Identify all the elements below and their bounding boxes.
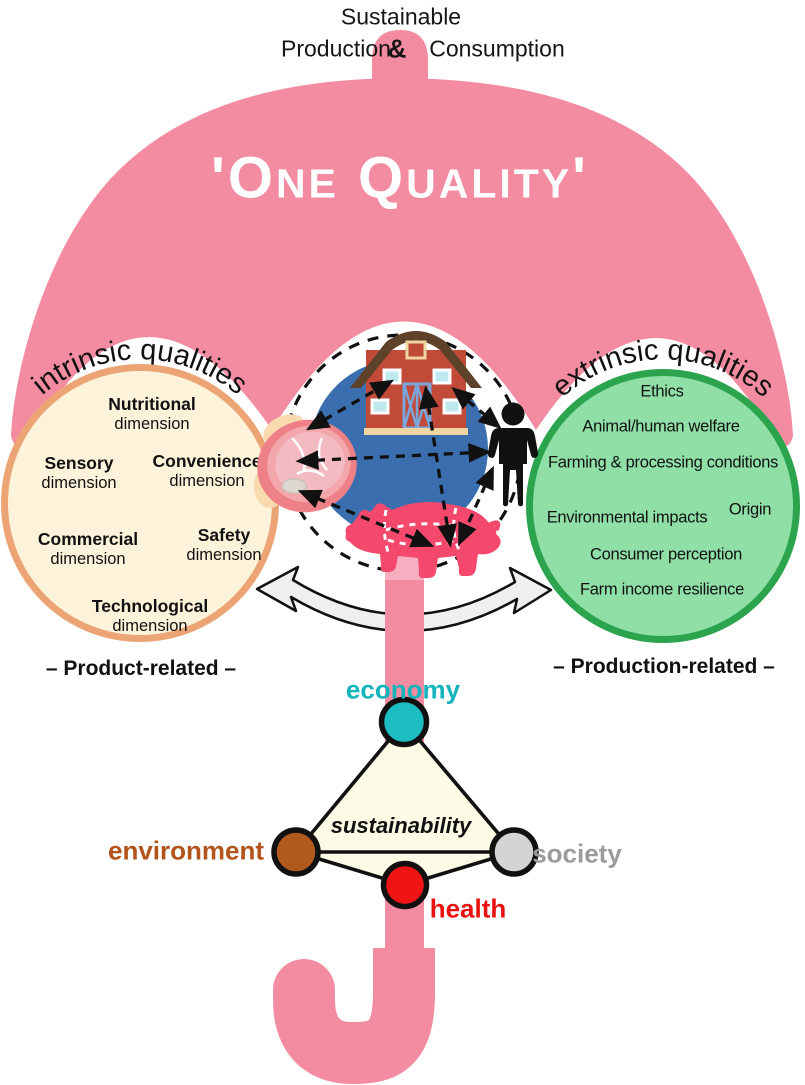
extrinsic-qualities-circle [526, 369, 800, 643]
extrinsic-item-farming: Farming & processing conditions [547, 453, 779, 472]
production-related-caption: – Production-related – [553, 655, 775, 678]
society-label: society [532, 838, 622, 869]
extrinsic-item-welfare: Animal/human welfare [582, 417, 740, 436]
dimension-commercial: Commercial dimension [37, 528, 139, 568]
dimension-sensory: Sensory dimension [41, 452, 117, 492]
header-line1: Sustainable [340, 3, 462, 30]
consumer-person-icon [487, 402, 539, 507]
intrinsic-qualities-circle [1, 364, 279, 642]
dimension-technological: Technological dimension [91, 595, 209, 635]
header-consumption: Consumption [429, 35, 565, 62]
economy-node [378, 696, 430, 748]
header-ampersand: & [387, 33, 407, 64]
dimension-nutritional: Nutritional dimension [108, 393, 196, 433]
environment-node [271, 827, 321, 877]
header-production: Production [281, 35, 391, 62]
extrinsic-item-ethics: Ethics [640, 382, 684, 401]
product-related-caption: – Product-related – [45, 657, 237, 680]
health-label: health [429, 893, 507, 924]
dimension-convenience: Convenience dimension [152, 450, 262, 490]
double-headed-exchange-arrow [255, 565, 553, 633]
society-node [489, 827, 539, 877]
umbrella-canopy [11, 78, 793, 447]
umbrella-knob [372, 30, 428, 88]
economy-label: economy [345, 674, 461, 705]
extrinsic-item-perception: Consumer perception [589, 545, 743, 564]
extrinsic-item-origin: Origin [728, 500, 772, 519]
dimension-safety: Safety dimension [186, 524, 262, 564]
sustainability-label: sustainability [330, 813, 472, 838]
page-title: 'One Quality' [211, 145, 589, 211]
sustainability-triangle-fill [296, 722, 514, 885]
health-node [380, 860, 430, 910]
network-arrows [295, 379, 502, 548]
extrinsic-item-resilience: Farm income resilience [580, 580, 744, 599]
environment-label: environment [107, 835, 265, 866]
umbrella-hook [273, 959, 435, 1085]
extrinsic-item-environmental: Environmental impacts [546, 508, 708, 527]
